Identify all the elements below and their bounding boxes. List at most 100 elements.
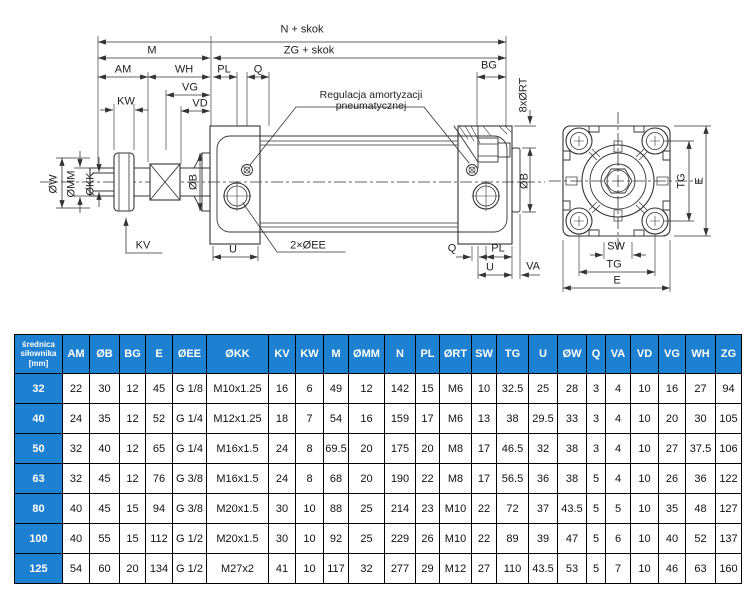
dim-label-8x-ort: 8xØRT	[517, 77, 530, 113]
dim-label-okk: ØKK	[84, 172, 97, 196]
dim-label-e-right: E	[693, 177, 706, 185]
dim-label-kv: KV	[135, 239, 151, 252]
col-header-11: N	[384, 334, 416, 374]
table-cell: 94	[715, 373, 742, 404]
table-cell: 36	[685, 463, 716, 494]
col-header-22: WH	[685, 334, 716, 374]
col-header-19: VA	[605, 334, 631, 374]
table-cell: 4	[605, 373, 631, 404]
table-cell: 55	[89, 523, 120, 554]
table-cell: 17	[471, 463, 497, 494]
dim-label-ob-left: ØB	[187, 174, 200, 190]
table-cell: 22	[62, 373, 90, 404]
table-cell: 160	[715, 553, 742, 584]
table-cell: M8	[439, 463, 472, 494]
table-cell: 46	[658, 553, 686, 584]
table-cell: 49	[323, 373, 349, 404]
table-cell: 27	[471, 553, 497, 584]
table-cell: 6	[605, 523, 631, 554]
dim-label-pl-bottom: PL	[491, 242, 505, 255]
col-header-18: Q	[586, 334, 606, 374]
table-cell: 24	[268, 433, 296, 464]
table-cell: 32	[348, 553, 385, 584]
table-cell: 16	[348, 403, 385, 434]
table-cell: 13	[471, 403, 497, 434]
table-cell: 15	[119, 523, 146, 554]
table-cell: 214	[384, 493, 416, 524]
table-cell: 22	[415, 463, 440, 494]
table-cell: 54	[323, 403, 349, 434]
table-cell: 52	[145, 403, 173, 434]
table-cell: 23	[415, 493, 440, 524]
dim-label-e-bottom: E	[613, 274, 621, 287]
col-header-1: AM	[62, 334, 90, 374]
dim-label-u-front: U	[229, 243, 237, 256]
col-header-3: BG	[119, 334, 146, 374]
table-cell: 142	[384, 373, 416, 404]
table-cell: 190	[384, 463, 416, 494]
table-cell: 27	[658, 433, 686, 464]
table-cell: 20	[415, 433, 440, 464]
table-cell: 12	[119, 463, 146, 494]
table-cell: 112	[145, 523, 173, 554]
table-cell: 20	[348, 463, 385, 494]
table-cell: 17	[415, 403, 440, 434]
table-cell: 38	[557, 463, 587, 494]
table-cell: 32	[528, 433, 558, 464]
table-cell: 26	[415, 523, 440, 554]
table-cell: G 1/8	[172, 373, 207, 404]
table-cell: 5	[586, 463, 606, 494]
table-cell: 24	[62, 403, 90, 434]
table-cell: 35	[89, 403, 120, 434]
table-cell: 5	[586, 553, 606, 584]
table-cell: 47	[557, 523, 587, 554]
dim-label-am: AM	[114, 63, 132, 76]
table-cell: 7	[605, 553, 631, 584]
table-cell: 122	[715, 463, 742, 494]
table-cell: 53	[557, 553, 587, 584]
table-cell: 7	[295, 403, 324, 434]
table-cell: 29.5	[528, 403, 558, 434]
dim-label-zg-plus-skok: ZG + skok	[283, 44, 335, 57]
col-header-16: U	[528, 334, 558, 374]
cushioning-callout: Regulacja amortyzacji pneumatycznej	[320, 90, 423, 112]
table-cell: G 1/4	[172, 403, 207, 434]
dim-label-q-bottom: Q	[447, 242, 457, 255]
table-cell: 10	[295, 553, 324, 584]
end-view	[562, 125, 671, 237]
dim-label-m: M	[147, 44, 157, 57]
table-cell: 30	[685, 403, 716, 434]
table-cell: 76	[145, 463, 173, 494]
col-header-10: ØMM	[348, 334, 385, 374]
table-cell: 69.5	[323, 433, 349, 464]
table-cell: 72	[496, 493, 529, 524]
table-cell: M8	[439, 433, 472, 464]
table-cell: G 1/2	[172, 523, 207, 554]
technical-drawing: N + skok ZG + skok M AM WH PL Q BG VG VD…	[40, 24, 711, 292]
table-cell: 20	[348, 433, 385, 464]
table-cell: M12x1.25	[206, 403, 269, 434]
table-cell: 30	[89, 373, 120, 404]
table-cell: M20x1.5	[206, 493, 269, 524]
table-cell: 16	[658, 373, 686, 404]
col-header-5: ØEE	[172, 334, 207, 374]
table-cell: 45	[145, 373, 173, 404]
table-cell: 3	[586, 373, 606, 404]
row-size-cell: 40	[14, 403, 63, 434]
col-header-23: ZG	[715, 334, 742, 374]
extension-lines	[56, 36, 711, 292]
dim-label-tg-bottom: TG	[606, 258, 622, 271]
dim-label-ob-right: ØB	[518, 173, 531, 189]
table-cell: 40	[658, 523, 686, 554]
dim-label-pl-top: PL	[217, 63, 231, 76]
table-cell: 20	[119, 553, 146, 584]
table-cell: 22	[471, 523, 497, 554]
table-cell: 6	[295, 373, 324, 404]
table-cell: 4	[605, 403, 631, 434]
dim-label-ow: ØW	[47, 174, 60, 194]
